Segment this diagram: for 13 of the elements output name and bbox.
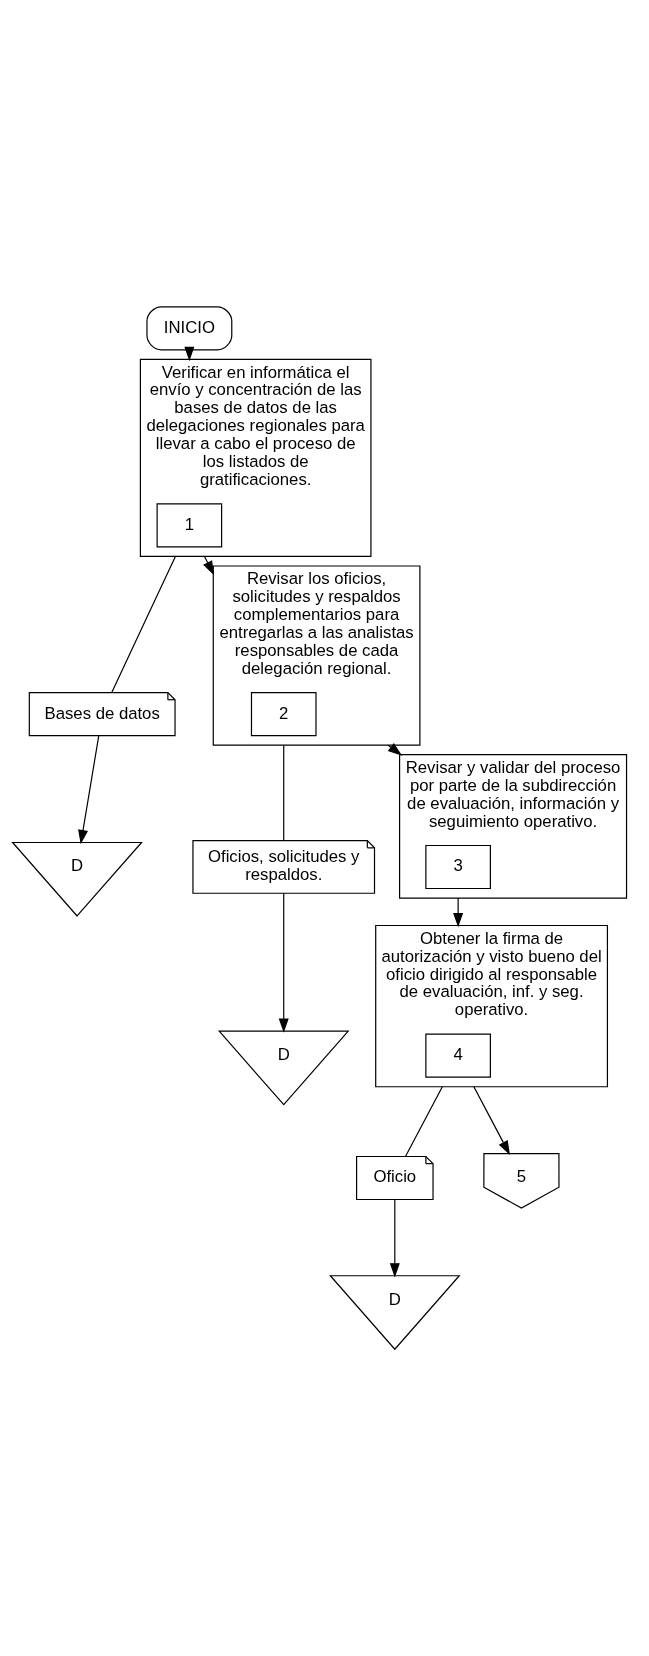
arrow [203,555,215,576]
node-box: 1 [156,503,223,548]
connector [405,1086,443,1157]
arrow [78,735,100,845]
arrow [278,892,289,1033]
connector [283,744,285,841]
node-box: 4 [425,1033,491,1078]
node-box: 3 [425,844,491,890]
node-box: 2 [250,692,317,737]
arrow [453,897,464,928]
connector [111,555,176,693]
arrow [389,1198,400,1278]
arrow [473,1086,510,1156]
